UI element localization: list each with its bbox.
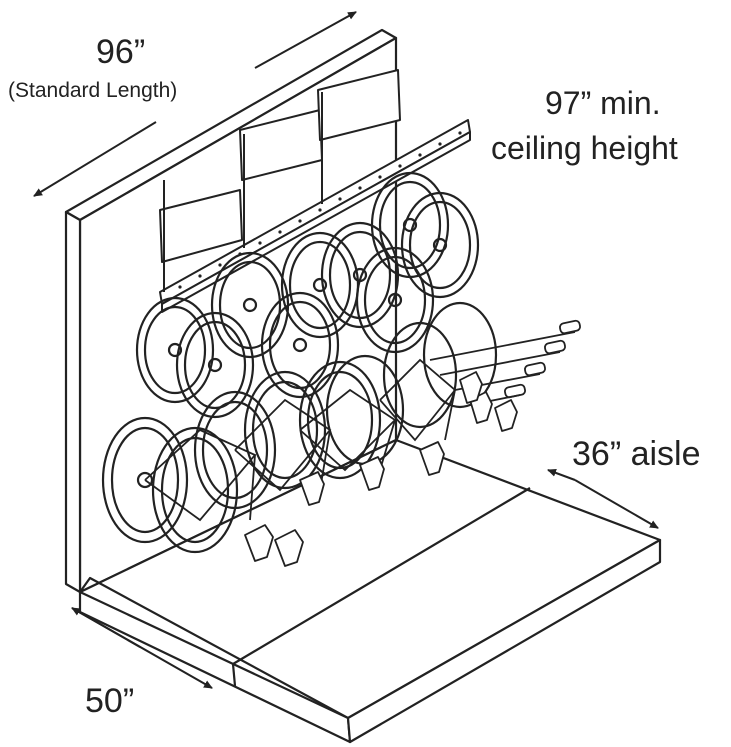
aisle-arrow-left [547, 469, 576, 481]
rail-holes [178, 131, 462, 289]
aisle-dimension-label: 36” aisle [572, 435, 701, 473]
upper-bike-wheels [135, 171, 480, 419]
lower-bike-wheels [101, 301, 498, 554]
bike-seats [244, 371, 518, 567]
depth-dimension-label: 50” [85, 682, 135, 720]
length-note-label: (Standard Length) [8, 79, 178, 102]
floor-slab [78, 438, 662, 744]
dimension-arrows [33, 11, 659, 689]
aisle-arrow-right [574, 479, 659, 529]
length-dimension-label: 96” [96, 33, 146, 71]
length-arrow-lower [33, 121, 157, 197]
bike-frames [144, 319, 581, 522]
ceiling-height-label-line2: ceiling height [491, 130, 678, 166]
ceiling-height-label-line1: 97” min. [545, 85, 661, 121]
length-arrow-upper [254, 11, 357, 69]
